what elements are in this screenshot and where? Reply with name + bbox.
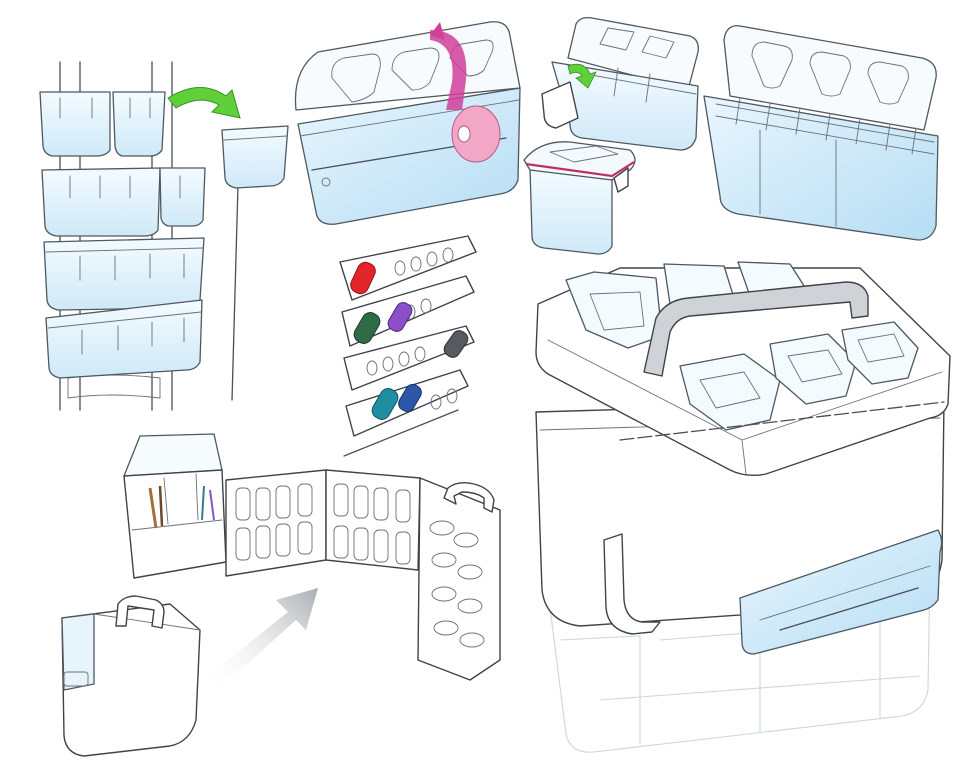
grid-box-lid bbox=[723, 25, 937, 131]
caddy-bottle-panel-2 bbox=[325, 469, 421, 571]
insert-arrow-icon bbox=[567, 63, 597, 89]
paint-brushes bbox=[148, 485, 215, 529]
rotate-arrow-icon bbox=[430, 22, 467, 110]
marker-teal bbox=[371, 388, 399, 420]
marker-rack bbox=[339, 235, 477, 457]
small-divider-box bbox=[541, 16, 699, 151]
tape-box-lid-window-1 bbox=[331, 53, 381, 103]
medium-bin-1 bbox=[41, 167, 161, 237]
detached-wall-bin bbox=[221, 125, 289, 401]
square-canister bbox=[523, 141, 636, 255]
closed-paint-caddy bbox=[61, 595, 201, 757]
small-bin-1 bbox=[39, 91, 111, 157]
tote-hinge bbox=[619, 401, 945, 441]
wall-rail-bracket bbox=[67, 374, 161, 399]
tray-cup-4 bbox=[679, 353, 781, 431]
marker-green bbox=[353, 312, 381, 344]
fold-out-paint-caddy bbox=[123, 433, 501, 681]
marker-purple bbox=[387, 302, 413, 332]
tray-cup-5 bbox=[769, 333, 857, 405]
grid-compartments bbox=[715, 97, 935, 155]
marker-gray bbox=[443, 330, 469, 358]
marker-red bbox=[350, 261, 376, 295]
closed-caddy-window bbox=[61, 613, 95, 691]
tote-side-hook bbox=[603, 533, 661, 635]
tote-drawer-pull bbox=[779, 587, 919, 631]
large-tote bbox=[535, 261, 951, 753]
wall-bin-stack bbox=[39, 61, 206, 411]
large-arrow-icon bbox=[208, 588, 318, 690]
canister-lid-trim bbox=[525, 161, 635, 178]
curved-arrow-icon bbox=[167, 87, 241, 119]
small-bin-2 bbox=[112, 91, 166, 157]
caddy-handle bbox=[443, 481, 495, 513]
caddy-brush-compartment bbox=[123, 469, 227, 579]
canister-body bbox=[529, 167, 613, 255]
closed-caddy-handle bbox=[115, 595, 165, 629]
paint-bottles bbox=[235, 483, 485, 648]
tray-cup-6 bbox=[841, 321, 919, 385]
closed-caddy-latch bbox=[63, 671, 89, 687]
canister-latch bbox=[613, 167, 629, 193]
tote-handle bbox=[643, 281, 869, 377]
grid-organizer-box bbox=[703, 25, 939, 241]
tote-front-drawer bbox=[739, 529, 943, 655]
marker-blue bbox=[398, 383, 422, 413]
tape-roll bbox=[451, 105, 501, 163]
tray-cups bbox=[565, 261, 919, 431]
closed-caddy-body bbox=[61, 603, 201, 757]
small-box-lid bbox=[567, 16, 699, 91]
grid-box-body bbox=[703, 95, 939, 241]
tape-dispenser-box bbox=[294, 21, 521, 225]
tape-box-lid-window-2 bbox=[391, 47, 440, 91]
small-box-insert bbox=[541, 81, 579, 129]
caddy-brush-lid bbox=[123, 433, 223, 477]
medium-bin-2 bbox=[159, 167, 206, 227]
marker-rack-tier-1 bbox=[339, 235, 477, 301]
wide-bin-2 bbox=[45, 299, 203, 379]
marker-rack-stand bbox=[343, 409, 459, 457]
